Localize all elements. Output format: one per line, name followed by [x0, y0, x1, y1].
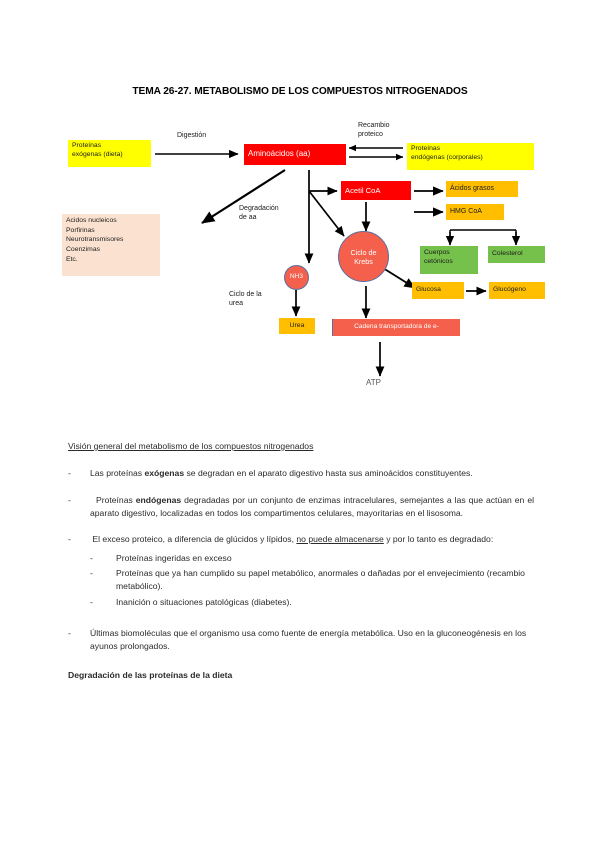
page-title: TEMA 26-27. METABOLISMO DE LOS COMPUESTO…	[132, 86, 468, 97]
sub-bullet-dash: -	[90, 567, 93, 578]
node-otros-compuestos: Acidos nucleicos Porfirinas Neurotransmi…	[62, 214, 160, 276]
section-heading: Visión general del metabolismo de los co…	[68, 441, 314, 451]
bullet-dash: -	[68, 494, 71, 505]
sub-bullet-inanicion: - Inanición o situaciones patológicas (d…	[90, 596, 534, 609]
bullet-endogenas-bold: endógenas	[135, 494, 182, 505]
node-glucosa: Glucosa	[412, 282, 464, 299]
bullet-text: Últimas biomoléculas que el organismo us…	[90, 627, 527, 652]
bullet-exogenas-pre: Las proteínas	[90, 468, 145, 479]
node-proteinas-exogenas: Proteínas exógenas (dieta)	[68, 140, 151, 167]
sub-bullet-text: Proteínas que ya han cumplido su papel m…	[116, 567, 525, 592]
bullet-exceso-underlined: no puede almacenarse	[296, 534, 384, 545]
node-acidos-grasos: Ácidos grasos	[446, 181, 518, 197]
bullet-exogenas-bold: exógenas	[144, 468, 185, 479]
body-content: Visión general del metabolismo de los co…	[68, 440, 534, 683]
bullet-exceso-pre: El exceso proteico, a diferencia de glúc…	[92, 534, 297, 545]
bullet-ultimas-biomoleculas: - Últimas biomoléculas que el organismo …	[68, 627, 534, 654]
node-atp: ATP	[366, 378, 381, 387]
bullet-endogenas-post: degradadas por un conjunto de enzimas in…	[90, 494, 535, 518]
sub-bullet-text: Inanición o situaciones patológicas (dia…	[116, 596, 292, 607]
bullet-dash: -	[68, 468, 71, 479]
node-cuerpos-cetonicos: Cuerpos cetónicos	[420, 246, 478, 274]
sub-bullet-dash: -	[90, 552, 93, 563]
sub-bullet-papel-metabolico: - Proteínas que ya han cumplido su papel…	[90, 567, 534, 594]
sub-bullet-list: - Proteínas ingeridas en exceso - Proteí…	[90, 552, 534, 609]
bullet-endogenas-pre: Proteínas	[95, 494, 136, 505]
bullet-exogenas: - Las proteínas exógenas se degradan en …	[68, 467, 534, 480]
node-urea: Urea	[279, 318, 315, 334]
label-digestion: Digestión	[177, 132, 207, 139]
bullet-text: Las proteínas exógenas se degradan en el…	[90, 467, 534, 480]
bullet-exogenas-post: se degradan en el aparato digestivo hast…	[184, 468, 473, 479]
node-glucogeno: Glucógeno	[489, 282, 545, 299]
bullet-exceso-proteico: - El exceso proteico, a diferencia de gl…	[68, 533, 534, 611]
bullet-dash: -	[68, 534, 71, 545]
label-ciclo-urea: Ciclo de la urea	[229, 291, 262, 307]
bullet-dash: -	[68, 627, 71, 638]
bullet-exceso-post: y por lo tanto es degradado:	[383, 534, 494, 545]
node-hmg-coa: HMG CoA	[446, 204, 504, 220]
node-acetil-coa: Acetil CoA	[341, 181, 411, 200]
label-recambio-proteico: Recambio proteico	[358, 122, 390, 138]
bullet-text: El exceso proteico, a diferencia de glúc…	[90, 533, 534, 611]
node-ciclo-krebs: Ciclo de Krebs	[338, 231, 389, 282]
metabolism-diagram: Proteínas exógenas (dieta) Aminoácidos (…	[0, 118, 600, 408]
footer-heading: Degradación de las proteínas de la dieta	[68, 670, 233, 681]
node-aminoacidos: Aminoácidos (aa)	[244, 144, 346, 165]
sub-bullet-dash: -	[90, 596, 93, 607]
node-nh3: NH3	[284, 265, 309, 290]
node-cadena-transportadora: Cadena transportadora de e-	[332, 319, 460, 336]
sub-bullet-text: Proteínas ingeridas en exceso	[116, 552, 232, 563]
sub-bullet-ingeridas: - Proteínas ingeridas en exceso	[90, 552, 534, 565]
bullet-text: Proteínas endógenas degradadas por un co…	[90, 494, 534, 521]
node-colesterol: Colesterol	[488, 246, 545, 263]
node-proteinas-endogenas: Proteínas endógenas (corporales)	[407, 143, 534, 170]
bullet-endogenas: - Proteínas endógenas degradadas por un …	[68, 494, 534, 521]
diagram-arrows	[155, 144, 521, 377]
label-degradacion-aa: Degradación de aa	[239, 205, 279, 221]
